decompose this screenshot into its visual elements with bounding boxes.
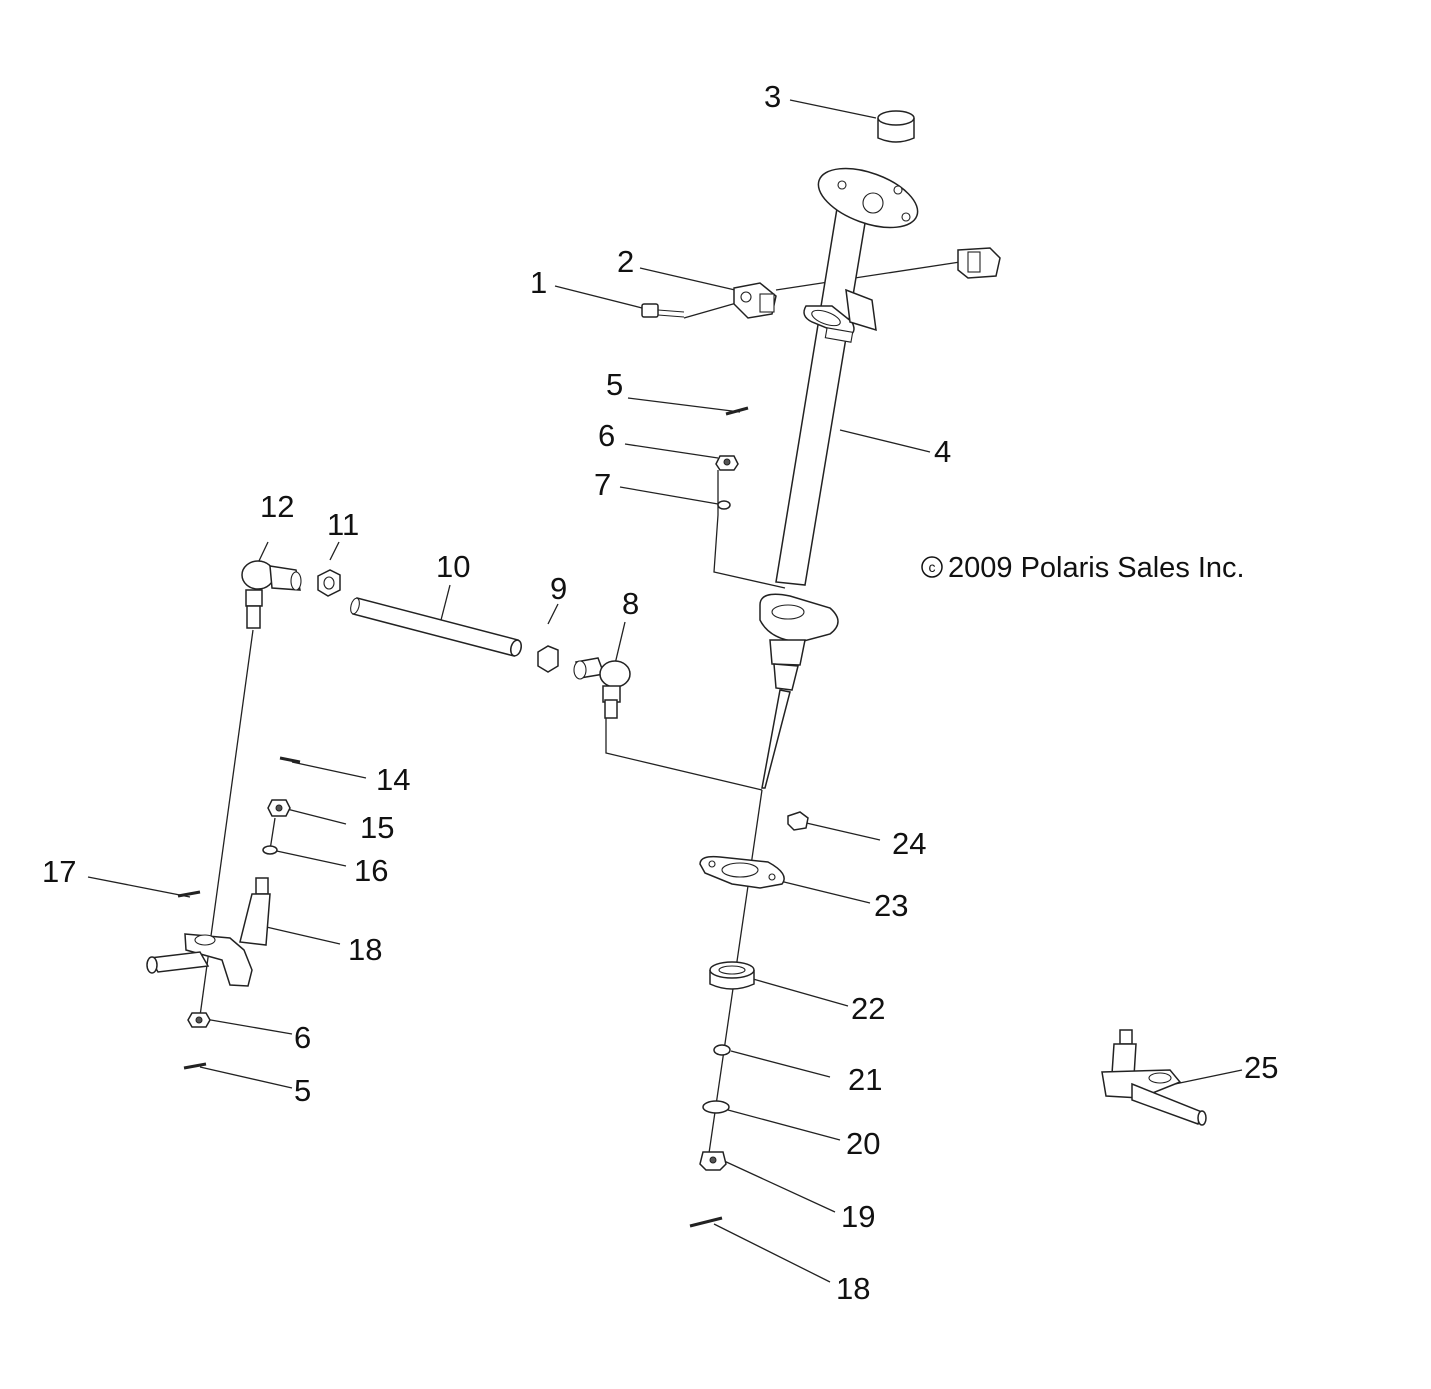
callout-18-lower: 18 — [836, 1271, 870, 1306]
castle-nut-part — [267, 799, 291, 817]
nut-part — [715, 455, 739, 471]
jam-nut-right-part — [537, 645, 559, 673]
callout-25: 25 — [1244, 1050, 1278, 1085]
callout-10: 10 — [436, 549, 470, 584]
callout-5-lower: 5 — [294, 1073, 311, 1108]
spindle-left-part — [146, 877, 271, 987]
callout-4: 4 — [934, 434, 951, 469]
callout-8: 8 — [622, 586, 639, 621]
callout-23: 23 — [874, 888, 908, 923]
callout-5: 5 — [606, 367, 623, 402]
cotter-pin-18-part — [177, 890, 201, 898]
bracket-part — [733, 282, 777, 319]
cotter-pin-18-lower-part — [689, 1216, 723, 1228]
washer-16-part — [262, 845, 278, 855]
callout-24: 24 — [892, 826, 926, 861]
cap-part — [877, 110, 915, 143]
callout-2: 2 — [617, 244, 634, 279]
leader-lines — [87, 99, 1243, 1283]
callout-21: 21 — [848, 1062, 882, 1097]
callout-18-left: 17 — [42, 854, 76, 889]
callout-11: 11 — [327, 507, 359, 542]
callout-19: 19 — [841, 1199, 875, 1234]
cotter-pin-part — [725, 406, 749, 416]
tie-rod-part — [350, 597, 523, 657]
callout-1: 1 — [530, 265, 547, 300]
callout-labels: 1 2 3 4 5 6 7 8 9 10 11 12 14 15 16 17 1… — [42, 79, 1278, 1306]
bolt-part — [641, 303, 685, 318]
callout-20: 20 — [846, 1126, 880, 1161]
copyright-symbol: c — [929, 559, 936, 575]
callout-6: 6 — [598, 418, 615, 453]
nut-lower-left-part — [187, 1012, 211, 1028]
callout-16: 16 — [354, 853, 388, 888]
washer-20-part — [702, 1100, 730, 1114]
callout-6-lower: 6 — [294, 1020, 311, 1055]
cotter-pin-14-part — [279, 756, 301, 764]
cotter-pin-lower-part — [183, 1062, 207, 1070]
callout-17: 18 — [348, 932, 382, 967]
tie-rod-end-right-part — [573, 657, 631, 719]
flange-nut-part — [787, 811, 809, 831]
callout-3: 3 — [764, 79, 781, 114]
callout-12: 12 — [260, 489, 294, 524]
callout-9: 9 — [550, 571, 567, 606]
washer-21-part — [713, 1044, 731, 1056]
bearing-part — [709, 961, 755, 990]
steering-post-part — [759, 167, 919, 789]
callout-14: 14 — [376, 762, 410, 797]
jam-nut-part — [317, 569, 341, 597]
callout-22: 22 — [851, 991, 885, 1026]
washer-part — [717, 500, 731, 510]
castle-nut-19-part — [699, 1151, 727, 1171]
spindle-right-part — [1101, 1029, 1207, 1126]
bearing-flange-part — [699, 855, 785, 889]
copyright-text: 2009 Polaris Sales Inc. — [948, 552, 1245, 584]
callout-7: 7 — [594, 467, 611, 502]
tie-rod-end-left-part — [241, 560, 302, 629]
clip-part — [957, 247, 1001, 279]
callout-15: 15 — [360, 810, 394, 845]
copyright-notice: c 2009 Polaris Sales Inc. — [921, 552, 1245, 584]
